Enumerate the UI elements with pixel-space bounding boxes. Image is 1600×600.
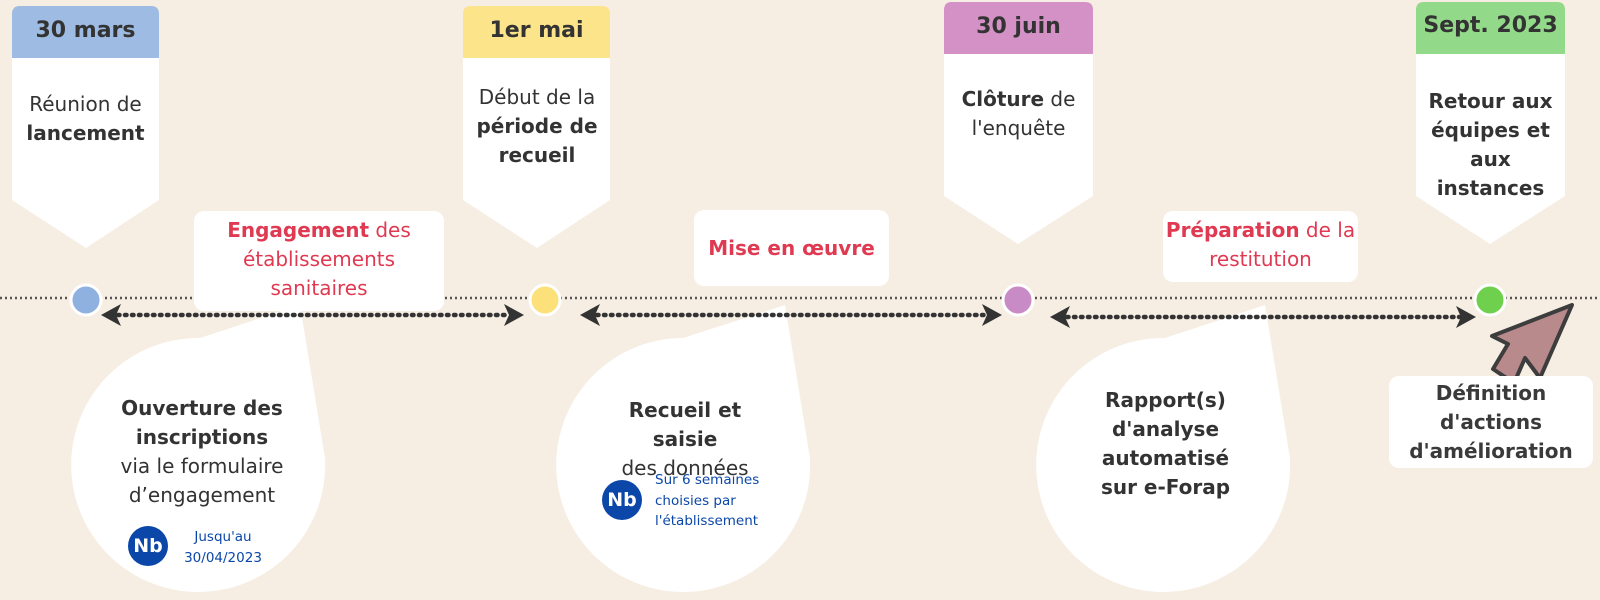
milestone-pin-2 [463, 6, 610, 248]
milestone-date-1: 30 mars [35, 18, 136, 43]
phase-2-bold: Mise en œuvre [708, 235, 875, 260]
nb-badge-2: Nb [602, 480, 642, 520]
bubble-1-bold: Ouverture des inscriptions [121, 396, 283, 449]
milestone-dot-2 [528, 283, 562, 317]
final-action-box: Définition d'actions d'amélioration [1389, 376, 1593, 468]
bubble-2-note: Sur 6 semaines choisies par l'établissem… [655, 472, 760, 529]
milestone-pin-3 [944, 2, 1093, 244]
phase-3-rest: de la restitution [1209, 218, 1356, 271]
milestone-date-3: 30 juin [976, 14, 1061, 39]
milestone-text-1-bold: lancement [26, 121, 145, 145]
bubble-2-rest: des données [621, 456, 749, 480]
bubble-3-bold: Rapport(s) d'analyse automatisé sur e-Fo… [1100, 388, 1231, 499]
phase-1-rest: des établissements sanitaires [242, 218, 411, 300]
milestone-text-1: Réunion de lancement [14, 90, 157, 148]
final-action-text: Définition d'actions d'amélioration [1409, 380, 1573, 463]
bubble-text-1: Ouverture des inscriptions via le formul… [112, 394, 292, 510]
nb-badge-1: Nb [128, 526, 168, 566]
milestone-text-4: Retour aux équipes et aux instances [1418, 87, 1563, 203]
bubble-1-note: Jusqu'au 30/04/2023 [184, 529, 262, 566]
bubble-text-2: Recueil et saisie des données [595, 396, 775, 483]
milestone-text-2-bold: période de recueil [476, 114, 598, 167]
pointer-arrow-icon [1490, 303, 1574, 385]
milestone-text-3: Clôture de l'enquête [956, 85, 1081, 143]
phase-arrow-1 [101, 304, 524, 326]
milestone-text-2-pre: Début de la [478, 85, 596, 109]
phase-1-bold: Engagement [227, 218, 369, 242]
milestone-text-4-bold: Retour aux équipes et aux instances [1428, 89, 1553, 200]
milestone-text-3-post: de l'enquête [971, 87, 1076, 140]
milestone-text-3-bold: Clôture [961, 87, 1045, 111]
bubble-1-rest: via le formulaire d’engagement [120, 454, 284, 507]
phase-arrow-2 [580, 304, 1002, 326]
phase-3-bold: Préparation [1165, 218, 1300, 242]
phase-arrow-3 [1050, 306, 1476, 328]
bubble-shape-3 [1036, 305, 1291, 592]
milestone-dot-4 [1473, 283, 1507, 317]
milestone-date-2: 1er mai [489, 18, 584, 43]
milestone-dot-1 [69, 283, 103, 317]
bubble-shape-2 [556, 305, 811, 592]
milestone-pin-1 [12, 6, 159, 248]
bubble-text-3: Rapport(s) d'analyse automatisé sur e-Fo… [1083, 386, 1248, 502]
milestone-date-4: Sept. 2023 [1423, 13, 1558, 38]
phase-box-3: Préparation de la restitution [1163, 211, 1358, 282]
bubble-2-bold: Recueil et saisie [628, 398, 742, 451]
milestone-text-2: Début de la période de recueil [472, 83, 602, 170]
milestone-pin-4 [1416, 2, 1565, 244]
phase-box-2: Mise en œuvre [694, 210, 889, 286]
milestone-text-1-pre: Réunion de [29, 92, 142, 116]
bubble-shape-1 [71, 305, 326, 592]
phase-box-1: Engagement des établissements sanitaires [194, 211, 444, 311]
milestone-dot-3 [1001, 283, 1035, 317]
